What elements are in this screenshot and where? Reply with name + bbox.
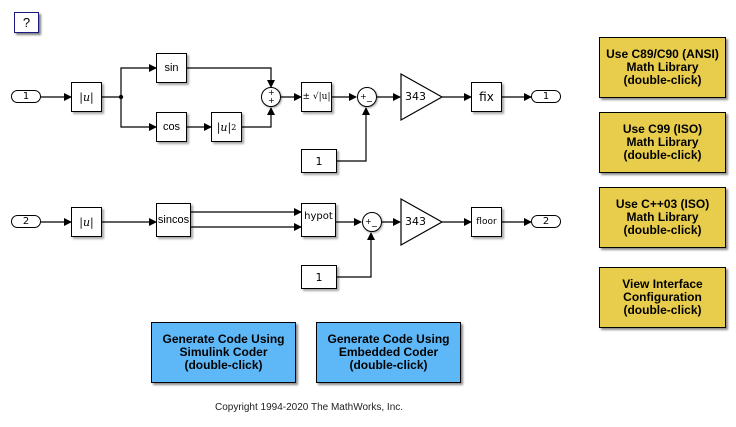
constant-label: 1	[315, 154, 323, 168]
abs-label: |u|	[79, 215, 94, 229]
fix-label: fix	[479, 90, 494, 104]
view-interface-configuration-button[interactable]: View Interface Configuration (double-cli…	[599, 267, 726, 328]
c89-math-library-button[interactable]: Use C89/C90 (ANSI) Math Library (double-…	[599, 37, 726, 98]
constant-block-1[interactable]: 1	[301, 149, 337, 173]
inport-2[interactable]: 2	[11, 215, 41, 228]
wire	[242, 107, 275, 128]
signed-sqrt-label: ± √|u|	[302, 92, 331, 102]
abs-label: |u|	[79, 90, 94, 104]
sum-sign-bottom: +	[268, 96, 275, 105]
copyright-text: Copyright 1994-2020 The MathWorks, Inc.	[214, 402, 404, 413]
gain-block-1	[400, 72, 444, 122]
constant-label: 1	[315, 270, 323, 284]
cos-label: cos	[162, 121, 181, 133]
wire	[120, 64, 157, 97]
hypot-block[interactable]: hypot	[301, 203, 336, 237]
floor-block[interactable]: floor	[471, 207, 502, 237]
subtract-block-1[interactable]: + −	[357, 87, 377, 107]
wire	[337, 232, 375, 278]
help-button[interactable]: ?	[14, 12, 39, 33]
sum-sign-top: +	[268, 88, 275, 97]
sub-sign-plus: +	[360, 92, 367, 101]
outport-2[interactable]: 2	[531, 215, 561, 228]
branch-point	[118, 94, 124, 100]
sum-block[interactable]: + +	[261, 87, 281, 107]
cpp03-math-library-button[interactable]: Use C++03 (ISO) Math Library (double-cli…	[599, 187, 726, 248]
subtract-block-2[interactable]: + −	[362, 212, 382, 232]
constant-block-2[interactable]: 1	[301, 265, 337, 289]
wire	[120, 97, 157, 131]
sub-sign-minus: −	[371, 222, 378, 231]
exponent-label: 2	[231, 122, 237, 132]
abs-squared-block[interactable]: |u|2	[211, 112, 242, 142]
floor-label: floor	[476, 217, 497, 227]
sub-sign-plus: +	[365, 217, 372, 226]
hypot-label: hypot	[304, 210, 333, 222]
wire	[187, 67, 275, 88]
outport-1[interactable]: 1	[531, 90, 561, 103]
sub-sign-minus: −	[366, 97, 373, 106]
embedded-coder-button[interactable]: Generate Code Using Embedded Coder (doub…	[316, 322, 461, 383]
sin-block[interactable]: sin	[156, 53, 187, 83]
signed-sqrt-block[interactable]: ± √|u|	[301, 82, 332, 112]
sincos-label: sincos	[157, 214, 190, 226]
fix-block[interactable]: fix	[471, 82, 502, 112]
abs-block-2[interactable]: |u|	[71, 207, 102, 237]
gain-label-2: 343	[405, 215, 426, 228]
cos-block[interactable]: cos	[156, 112, 187, 142]
sincos-block[interactable]: sincos	[156, 203, 191, 237]
abs-block-1[interactable]: |u|	[71, 82, 102, 112]
abs-squared-label: |u|	[216, 120, 232, 134]
sin-label: sin	[164, 62, 179, 74]
inport-1[interactable]: 1	[11, 90, 41, 103]
gain-label-1: 343	[405, 90, 426, 103]
c99-math-library-button[interactable]: Use C99 (ISO) Math Library (double-click…	[599, 112, 726, 173]
simulink-coder-button[interactable]: Generate Code Using Simulink Coder (doub…	[151, 322, 296, 383]
gain-block-2	[400, 197, 444, 247]
wire	[337, 107, 370, 162]
